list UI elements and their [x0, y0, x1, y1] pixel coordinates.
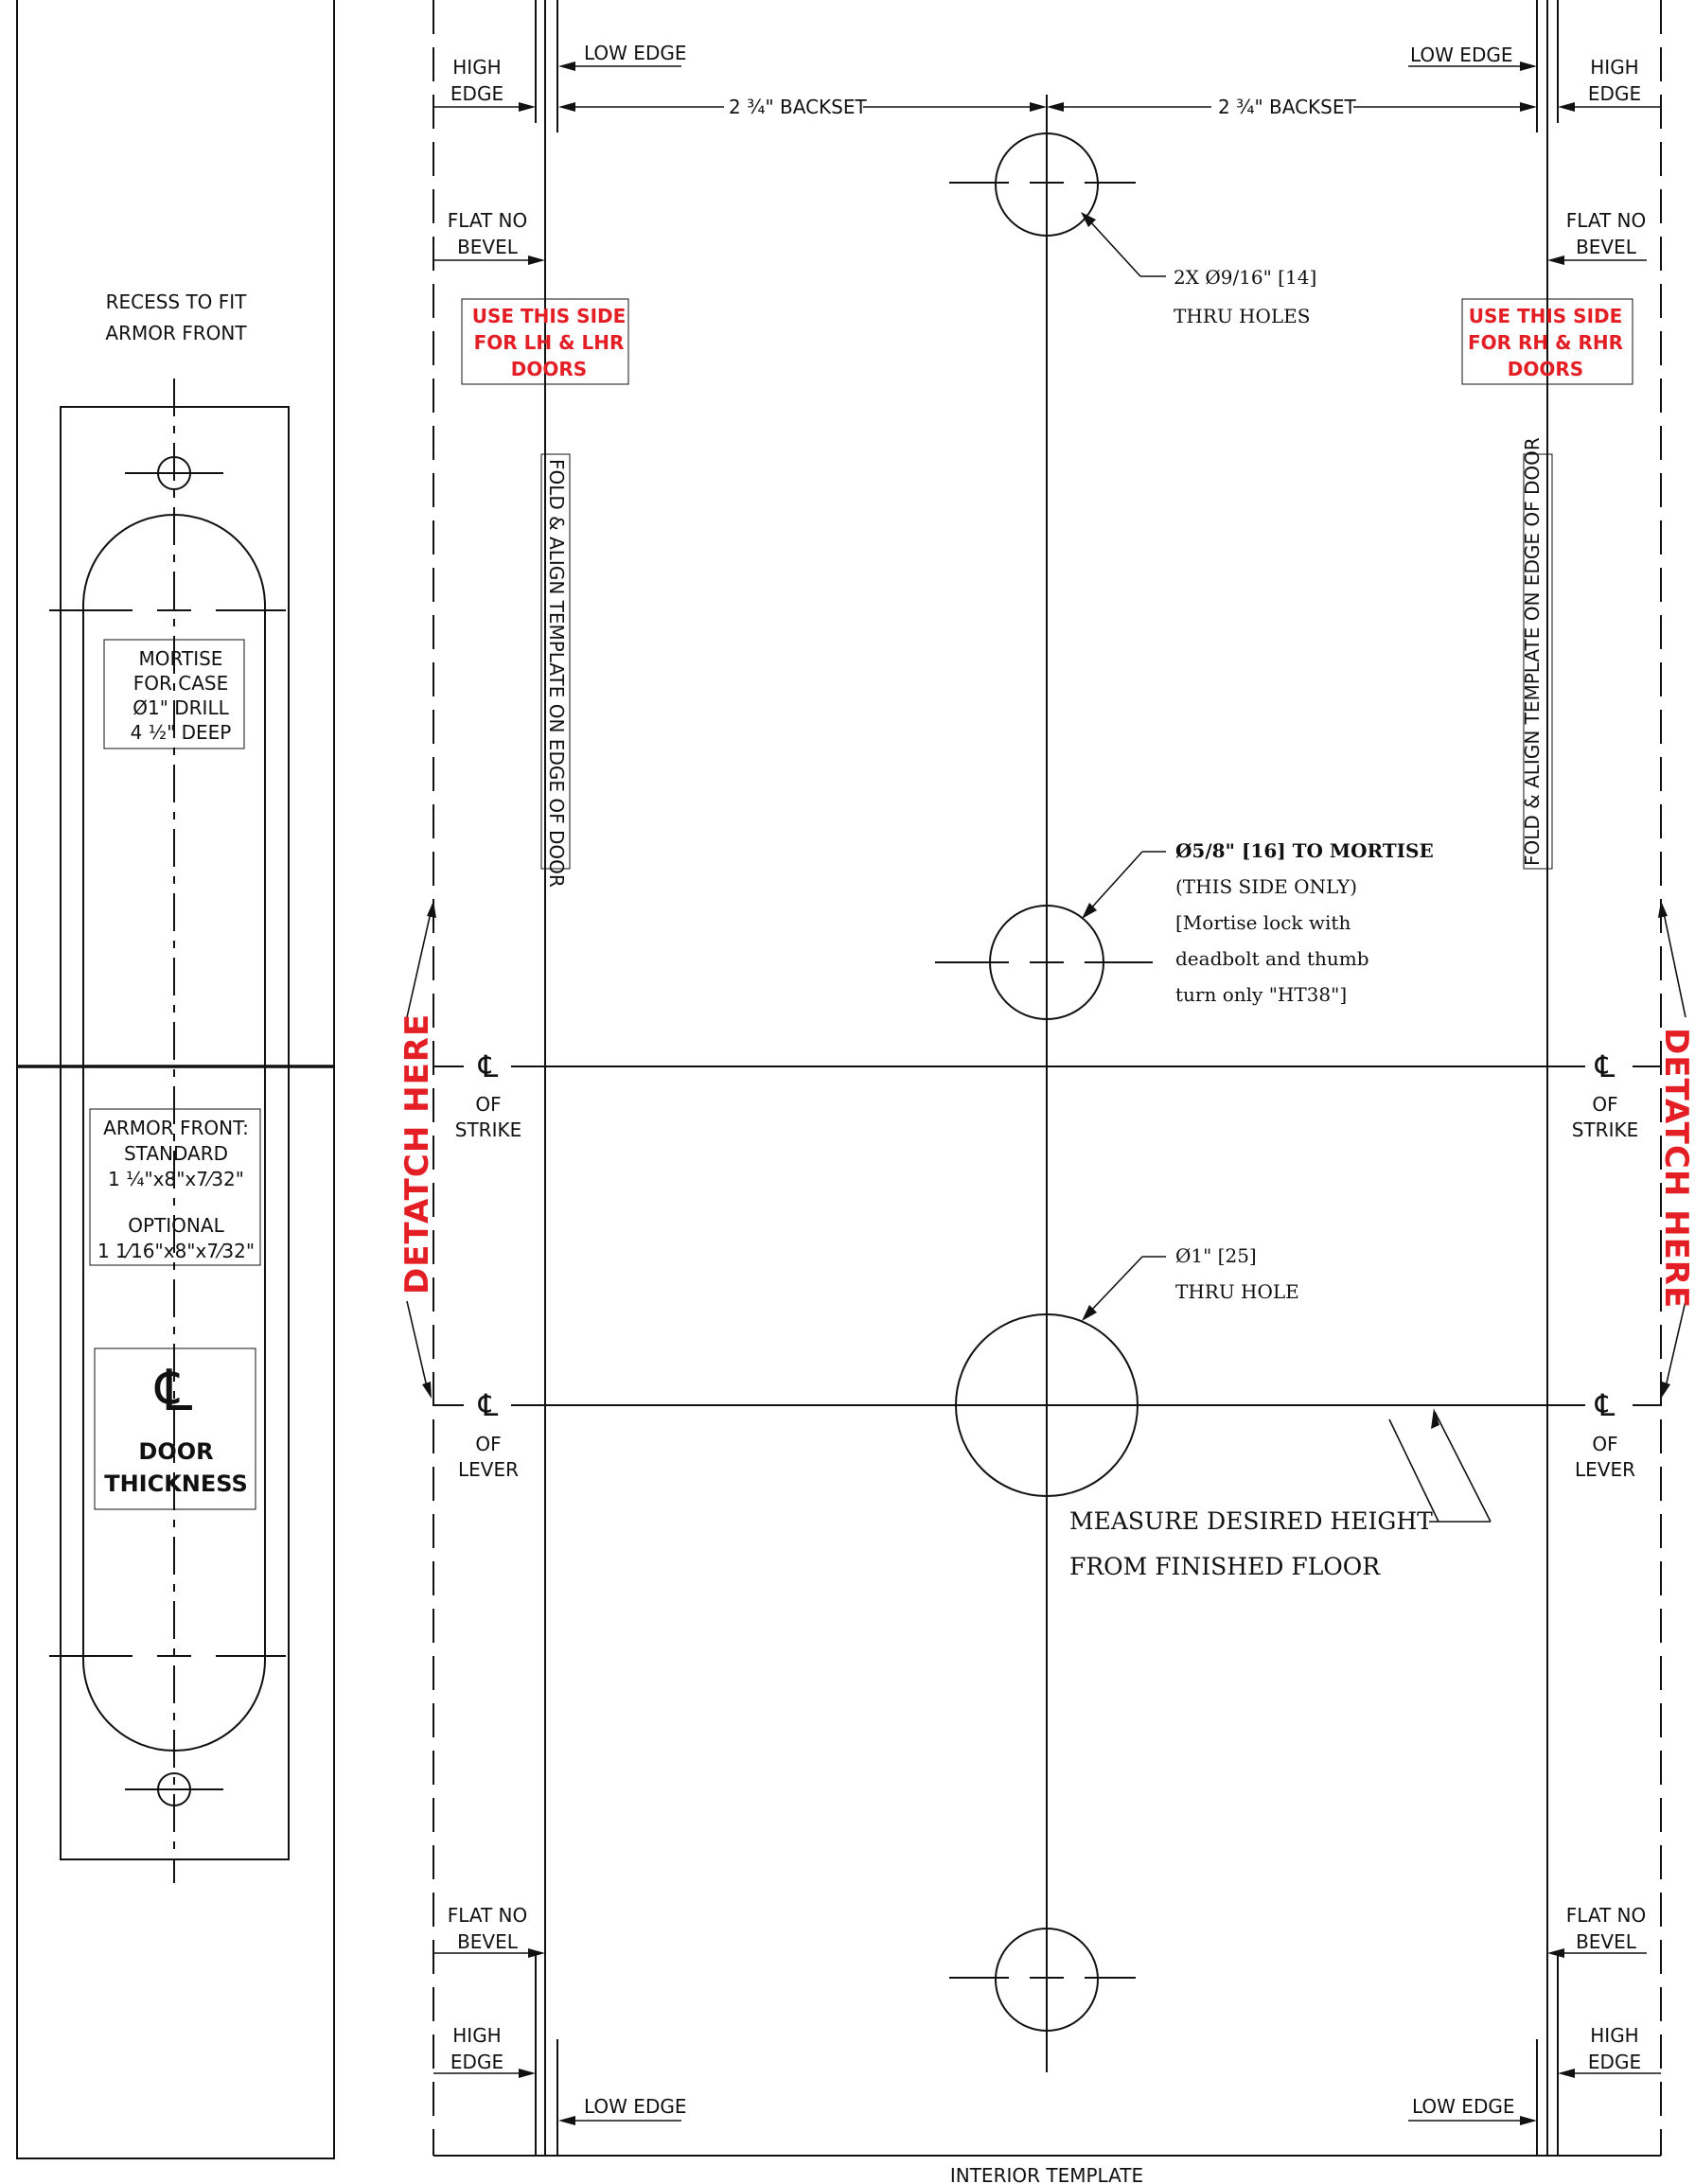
high-edge-bottom-right-1: HIGH [1590, 2024, 1638, 2047]
of-strike-right-2: STRIKE [1572, 1118, 1638, 1141]
armor-front-label-1: ARMOR FRONT: [103, 1117, 249, 1139]
fold-align-right: FOLD & ALIGN TEMPLATE ON EDGE OF DOOR [1521, 437, 1544, 866]
low-edge-top-right: LOW EDGE [1410, 44, 1512, 66]
flat-no-bevel-top-right-2: BEVEL [1576, 236, 1637, 258]
mortise-hole-note-3: [Mortise lock with [1175, 911, 1351, 934]
thru-hole-note-1: Ø1" [25] [1175, 1244, 1257, 1267]
flat-no-bevel-top-left-2: BEVEL [457, 236, 519, 258]
flat-no-bevel-bottom-right-1: FLAT NO [1566, 1904, 1647, 1927]
high-edge-top-right-2: EDGE [1588, 82, 1641, 105]
thru-hole-note-2: THRU HOLE [1175, 1280, 1299, 1303]
high-edge-top-right-1: HIGH [1590, 56, 1638, 79]
of-lever-right-2: LEVER [1575, 1458, 1635, 1481]
high-edge-bottom-left-1: HIGH [452, 2024, 501, 2047]
door-centerline-symbol: ℄ [154, 1358, 193, 1424]
left-panel-border [16, 0, 335, 2159]
door-thickness-label-2: THICKNESS [104, 1471, 248, 1497]
detach-here-right: DETATCH HERE [1657, 1028, 1695, 1309]
low-edge-bottom-right: LOW EDGE [1412, 2095, 1514, 2118]
high-edge-top-left-1: HIGH [452, 56, 501, 79]
mortise-pocket-outline [82, 514, 266, 1752]
flat-no-bevel-top-left-1: FLAT NO [448, 209, 528, 232]
mortise-hole-note-1: Ø5/8" [16] TO MORTISE [1175, 839, 1434, 862]
flat-no-bevel-bottom-left-2: BEVEL [457, 1930, 519, 1953]
low-edge-top-left: LOW EDGE [584, 42, 686, 64]
fold-align-left: FOLD & ALIGN TEMPLATE ON EDGE OF DOOR [545, 459, 568, 888]
lever-thru-hole [955, 1313, 1139, 1497]
armor-front-label-2: STANDARD [124, 1142, 228, 1165]
lever-centerline-symbol-right: ℄ [1595, 1387, 1616, 1423]
of-strike-right-1: OF [1592, 1093, 1617, 1116]
of-strike-left-2: STRIKE [455, 1118, 521, 1141]
mortise-hole-note-2: (THIS SIDE ONLY) [1175, 875, 1357, 898]
flat-no-bevel-bottom-left-1: FLAT NO [448, 1904, 528, 1927]
armor-front-panel: RECESS TO FIT ARMOR FRONT MORTISE FOR CA… [16, 0, 335, 2159]
lever-centerline-symbol-left: ℄ [478, 1387, 499, 1423]
of-lever-left-2: LEVER [458, 1458, 519, 1481]
recess-label-1: RECESS TO FIT [106, 291, 248, 313]
of-strike-left-1: OF [475, 1093, 501, 1116]
mortise-hole-note-4: deadbolt and thumb [1175, 947, 1369, 970]
recess-label-2: ARMOR FRONT [105, 322, 247, 344]
left-side-note-3: DOORS [511, 358, 587, 380]
high-edge-bottom-right-2: EDGE [1588, 2051, 1641, 2073]
left-side-note-2: FOR LH & LHR [474, 331, 625, 354]
right-side-note-3: DOORS [1508, 358, 1583, 380]
left-side-note-1: USE THIS SIDE [472, 305, 627, 327]
armor-front-label-3: 1 ¼"x8"x7⁄32" [108, 1168, 244, 1190]
of-lever-left-1: OF [475, 1433, 501, 1455]
mortise-label-1: MORTISE [139, 647, 223, 670]
high-edge-top-left-2: EDGE [450, 82, 503, 105]
optional-label-1: OPTIONAL [128, 1214, 224, 1237]
right-side-note-2: FOR RH & RHR [1468, 331, 1623, 354]
footer-title: INTERIOR TEMPLATE [950, 2164, 1143, 2184]
flat-no-bevel-bottom-right-2: BEVEL [1576, 1930, 1637, 1953]
thru-holes-note-1: 2X Ø9/16" [14] [1174, 266, 1316, 289]
strike-centerline-symbol-left: ℄ [478, 1048, 499, 1084]
backset-right: 2 ¾" BACKSET [1218, 96, 1356, 118]
thru-holes-note-2: THRU HOLES [1174, 305, 1310, 327]
low-edge-bottom-left: LOW EDGE [584, 2095, 686, 2118]
door-thickness-label-1: DOOR [138, 1438, 213, 1465]
top-thru-hole [995, 132, 1099, 237]
mortise-label-4: 4 ½" DEEP [131, 721, 232, 744]
mortise-label-3: Ø1" DRILL [132, 696, 229, 719]
of-lever-right-1: OF [1592, 1433, 1617, 1455]
mortise-hole-note-5: turn only "HT38"] [1175, 983, 1347, 1006]
backset-left: 2 ¾" BACKSET [729, 96, 867, 118]
detach-here-left: DETATCH HERE [398, 1013, 436, 1295]
interior-template: HIGH EDGE LOW EDGE 2 ¾" BACKSET 2 ¾" BAC… [398, 0, 1695, 2184]
high-edge-bottom-left-2: EDGE [450, 2051, 503, 2073]
optional-label-2: 1 1⁄16"x8"x7⁄32" [97, 1240, 255, 1262]
strike-centerline-symbol-right: ℄ [1595, 1048, 1616, 1084]
right-side-note-1: USE THIS SIDE [1469, 305, 1623, 327]
flat-no-bevel-top-right-1: FLAT NO [1566, 209, 1647, 232]
measure-note-2: FROM FINISHED FLOOR [1069, 1553, 1381, 1580]
bottom-thru-hole [995, 1928, 1099, 2032]
mortise-label-2: FOR CASE [133, 672, 228, 695]
measure-note-1: MEASURE DESIRED HEIGHT [1069, 1507, 1433, 1535]
